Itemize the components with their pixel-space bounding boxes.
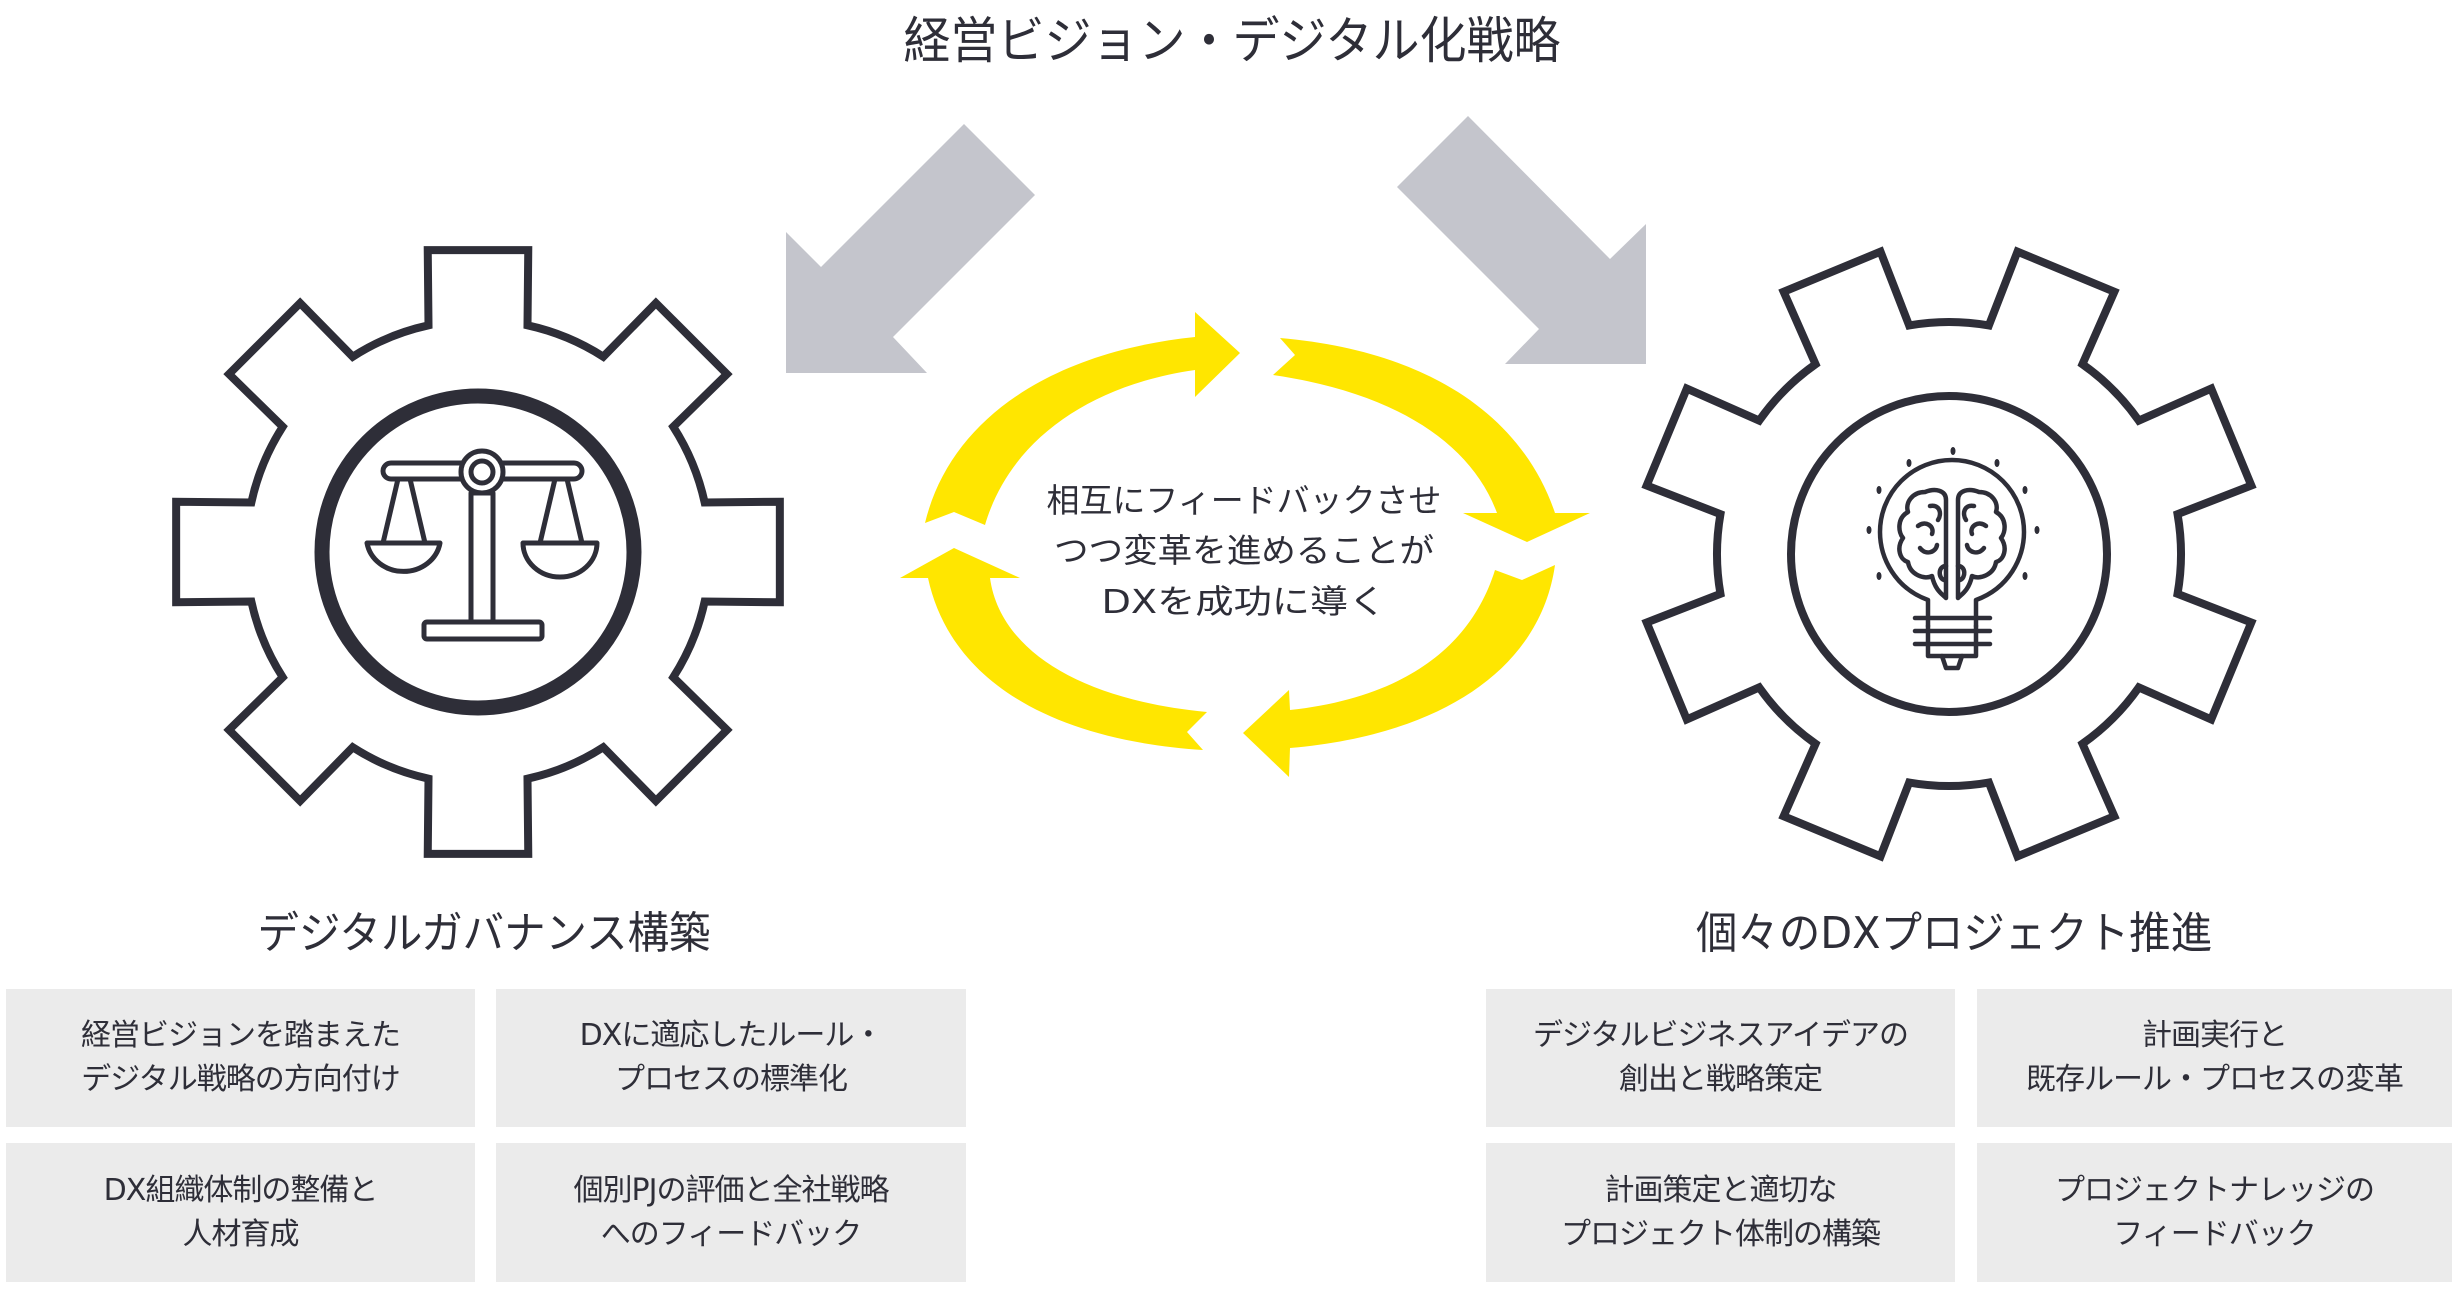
diagram-title: 経営ビジョン・デジタル化戦略 [904,12,1561,70]
project-box: デジタルビジネスアイデアの 創出と戦略策定 [1486,989,1955,1127]
governance-box: DXに適応したルール・ プロセスの標準化 [496,989,966,1127]
cycle-arrow-bottom-left [900,548,1207,750]
project-box: 計画実行と 既存ルール・プロセスの変革 [1977,989,2452,1127]
box-text-line: 既存ルール・プロセスの変革 [2026,1062,2404,1097]
governance-box: DX組織体制の整備と 人材育成 [6,1143,475,1282]
governance-gear [172,246,784,858]
box-text-line: プロジェクトナレッジの [2055,1172,2375,1208]
box-text-line: デジタル戦略の方向付け [81,1062,400,1097]
cycle-arrow-bottom-right [1243,565,1555,777]
box-text-line: DXに適応したルール・ [579,1018,884,1053]
scales-of-justice-icon [364,448,600,642]
center-message-line: DXを成功に導く [1102,582,1387,621]
box-text-line: 計画策定と適切な [1604,1172,1838,1208]
box-text-line: プロジェクト体制の構築 [1561,1216,1881,1252]
strategy-arrow-left [786,124,1035,373]
box-text-line: 創出と戦略策定 [1619,1062,1823,1097]
section-label-governance: デジタルガバナンス構築 [258,908,711,959]
box-text-line: 人材育成 [182,1216,300,1252]
governance-box: 経営ビジョンを踏まえた デジタル戦略の方向付け [6,989,475,1127]
center-message-line: 相互にフィードバックさせ [1047,481,1442,520]
project-box: 計画策定と適切な プロジェクト体制の構築 [1486,1143,1955,1282]
project-gear [1641,246,2257,862]
box-text-line: 個別PJの評価と全社戦略 [573,1172,890,1208]
box-text-line: フィードバック [2113,1216,2316,1252]
cycle-arrow-top-left [925,312,1240,525]
center-message-line: つつ変革を進めることが [1054,531,1434,570]
section-label-projects: 個々のDXプロジェクト推進 [1696,908,2212,959]
gear-inner-ring-right [1787,392,2111,716]
feedback-cycle [900,312,1590,777]
box-text-line: プロセスの標準化 [615,1062,848,1097]
box-text-line: 経営ビジョンを踏まえた [81,1018,401,1053]
brain-lightbulb-icon [1866,447,2040,671]
governance-box: 個別PJの評価と全社戦略 へのフィードバック [496,1143,966,1282]
project-box: プロジェクトナレッジの フィードバック [1977,1143,2452,1282]
cycle-arrow-top-right [1273,338,1590,542]
box-text-line: デジタルビジネスアイデアの [1533,1018,1909,1053]
box-text-line: DX組織体制の整備と [103,1172,379,1208]
strategy-arrow-right [1397,116,1646,364]
box-text-line: 計画実行と [2142,1018,2288,1053]
light-ray-dots [1866,447,2040,580]
box-text-line: へのフィードバック [600,1216,862,1252]
center-message: 相互にフィードバックさせ つつ変革を進めることが DXを成功に導く [1047,481,1442,621]
